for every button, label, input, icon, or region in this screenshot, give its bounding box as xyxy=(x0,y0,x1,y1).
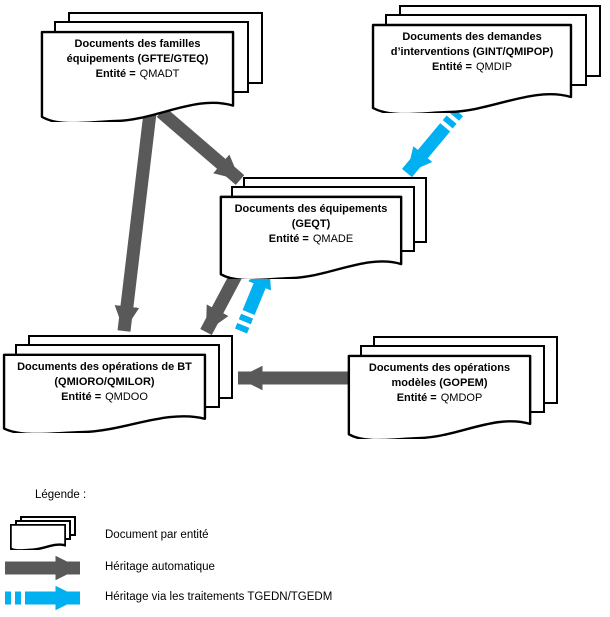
document-sheet-front xyxy=(2,353,207,433)
document-sheet-front xyxy=(219,195,403,279)
document-entity-line: Entité =QMDIP xyxy=(371,60,573,75)
entity-label: Entité = xyxy=(431,61,472,73)
document-title-line: Documents des demandes xyxy=(402,31,542,43)
document-title-line: Documents des opérations xyxy=(368,362,511,374)
entity-label: Entité = xyxy=(95,68,136,80)
arrow-familles-to-operations-bt xyxy=(114,112,157,332)
document-title-line: (GEQT) xyxy=(291,218,331,230)
document-title-line: d’interventions (GINT/QMIPOP) xyxy=(390,46,554,58)
entity-value: QMDOP xyxy=(440,392,483,404)
document-title-line: Documents des familles xyxy=(74,38,201,50)
document-entity-line: Entité =QMDOO xyxy=(2,390,207,405)
document-title-line: Documents des opérations de BT xyxy=(17,361,192,373)
legend-label-heritage-automatique: Héritage automatique xyxy=(105,561,215,573)
entity-value: QMDOO xyxy=(105,391,148,403)
entity-value: QMADE xyxy=(312,233,354,245)
legend-title: Légende : xyxy=(35,489,87,501)
document-title-line: équipements (GFTE/GTEQ) xyxy=(66,53,209,65)
document-entity-line: Entité =QMADT xyxy=(40,67,235,82)
entity-label: Entité = xyxy=(61,391,102,403)
entity-value: QMDIP xyxy=(475,61,513,73)
entity-label: Entité = xyxy=(268,233,309,245)
legend-label-document: Document par entité xyxy=(105,529,209,541)
document-entity-line: Entité =QMADE xyxy=(219,232,403,247)
arrow-familles-to-equipements xyxy=(156,107,245,185)
entity-label: Entité = xyxy=(396,392,437,404)
document-title-line: Documents des équipements xyxy=(234,203,388,215)
legend-label-heritage-traitements: Héritage via les traitements TGEDN/TGEDM xyxy=(105,591,333,603)
document-title-line: (QMIORO/QMILOR) xyxy=(54,376,155,388)
document-sheet-front xyxy=(347,354,532,439)
document-entity-line: Entité =QMDOP xyxy=(347,391,532,406)
entity-value: QMADT xyxy=(139,68,180,80)
document-sheet-front xyxy=(10,524,66,550)
document-title-line: modèles (GOPEM) xyxy=(391,377,488,389)
arrow-demandes-to-equipements xyxy=(402,107,463,178)
